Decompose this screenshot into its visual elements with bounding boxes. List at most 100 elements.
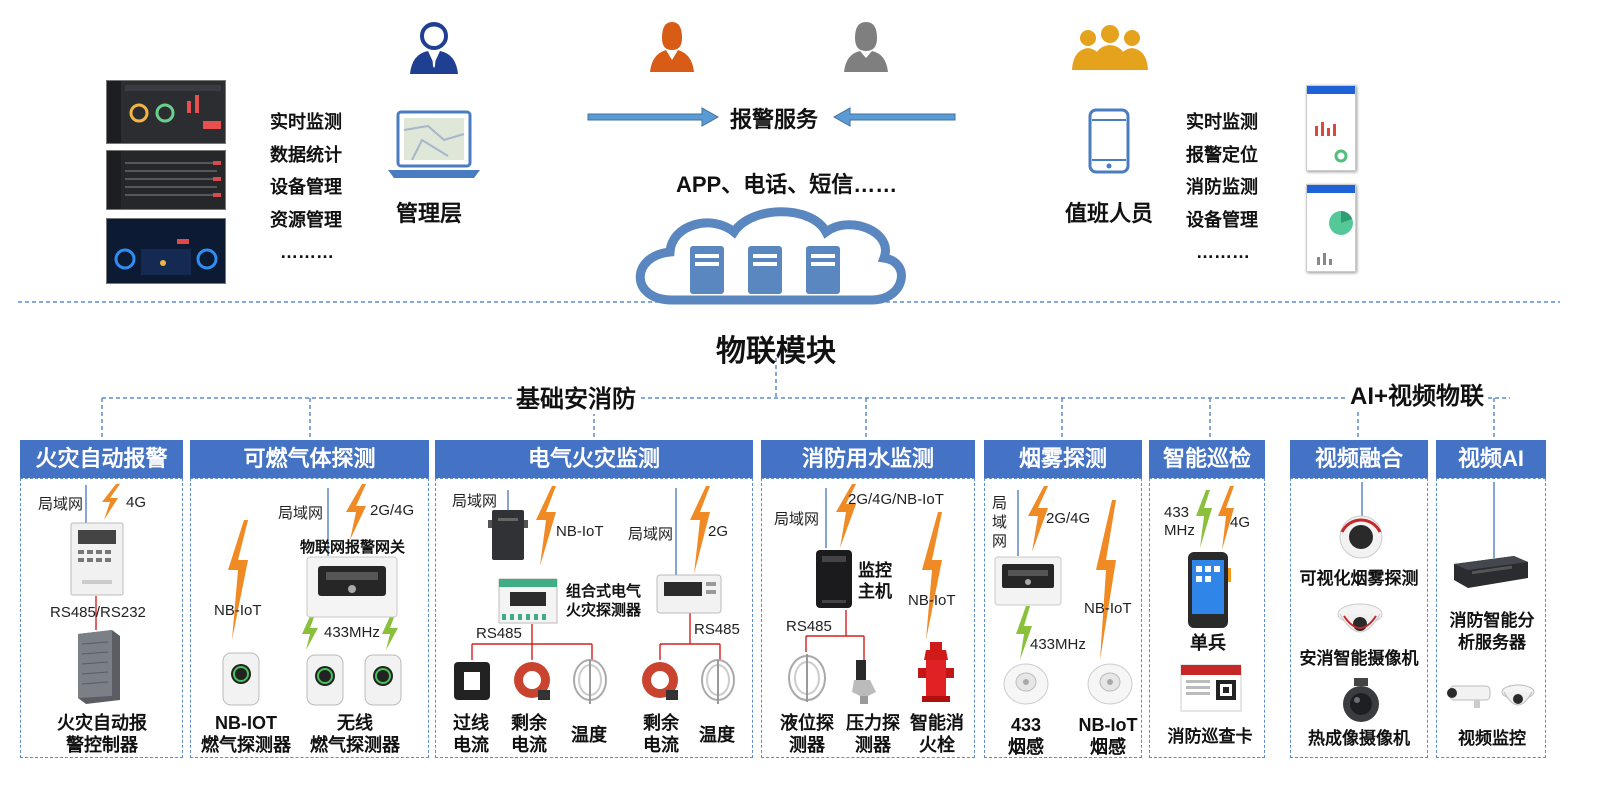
rf-signals	[302, 490, 1212, 660]
pane-gas	[190, 478, 429, 758]
smoke-net-label: 2G/4G	[1046, 510, 1091, 527]
section-header-water: 消防用水监测	[761, 440, 975, 478]
orange-person-icon	[650, 22, 694, 72]
electric-lan1-label: 局域网	[452, 493, 498, 510]
electric-net2-label: 2G	[708, 523, 729, 540]
gas-gateway-device	[306, 556, 398, 618]
group-basic-label: 基础安消防	[512, 379, 640, 414]
group-people-icon	[1072, 25, 1148, 70]
analysis-server-device	[1454, 556, 1528, 588]
management-layer-label: 管理层	[396, 201, 463, 226]
section-header-patrol: 智能巡检	[1149, 440, 1265, 478]
dome-camera-device	[1501, 684, 1535, 706]
patrol-card-label: 消防巡查卡	[1167, 727, 1253, 746]
duty-feature: 报警定位	[1186, 144, 1258, 165]
gas-lan-label: 局域网	[278, 505, 324, 522]
duty-feature: ………	[1196, 242, 1250, 262]
nbiot-gas-detector-device	[222, 652, 260, 706]
water-net-label: 2G/4G/NB-IoT	[848, 491, 944, 508]
handheld-terminal-label: 单兵	[1190, 633, 1226, 653]
notification-channels: APP、电话、短信……	[676, 172, 898, 197]
wireless-gas-detector-device-1	[306, 654, 344, 706]
duty-feature: 实时监测	[1186, 112, 1258, 132]
smoke-nbiot-label: NB-IoT	[1084, 600, 1132, 617]
app-screenshot-1	[1306, 85, 1356, 171]
fire-bus-label: RS485/RS232	[50, 604, 146, 621]
thermal-camera-device	[1343, 678, 1379, 722]
level-sensor-device	[788, 654, 826, 702]
temperature-label-2: 温度	[699, 725, 735, 745]
alarm-service-label: 报警服务	[730, 107, 819, 132]
arrow-right	[587, 107, 720, 127]
section-header-videoai: 视频AI	[1436, 440, 1546, 478]
lan-wires	[85, 482, 1495, 578]
pressure-sensor-label: 压力探 测器	[846, 713, 900, 755]
alarm-panel-device	[70, 522, 124, 596]
visual-smoke-camera-label: 可视化烟雾探测	[1299, 569, 1419, 588]
fire-net-label: 4G	[126, 494, 147, 511]
rf-smoke-detector-device	[1003, 663, 1049, 705]
level-sensor-label: 液位探 测器	[780, 713, 834, 755]
pane-smoke	[984, 478, 1142, 758]
residual-current-sensor-1	[514, 662, 550, 700]
smart-hydrant-label: 智能消 火栓	[910, 713, 964, 755]
dashboard-screenshot-2	[106, 150, 226, 210]
gas-rf-label: 433MHz	[324, 624, 380, 641]
gas-gateway-label: 物联网报警网关	[300, 539, 406, 556]
rf-smoke-detector-label: 433 烟感	[1008, 715, 1044, 757]
handheld-terminal-device	[1188, 552, 1231, 628]
dashboard-screenshot-3	[106, 218, 226, 284]
pressure-sensor-device	[852, 660, 876, 704]
fire-controller-label: 火灾自动报 警控制器	[57, 713, 147, 755]
pane-electric	[435, 478, 753, 758]
residual-current-sensor-2	[642, 662, 678, 700]
electric-nbiot-label: NB-IoT	[556, 523, 604, 540]
pane-water	[761, 478, 975, 758]
duty-feature: 消防监测	[1186, 177, 1258, 197]
smart-hydrant-device	[918, 642, 954, 702]
smoke-rf-label: 433MHz	[1030, 636, 1086, 653]
nbiot-smoke-detector-device	[1087, 663, 1133, 705]
wireless-gas-detector-device-2	[364, 654, 402, 706]
alarm-arrows	[587, 107, 956, 127]
combo-detector-device	[498, 578, 558, 624]
nbiot-gas-detector-label: NB-IOT 燃气探测器	[201, 713, 291, 755]
monitor-host-label: 监控 主机	[858, 561, 892, 601]
section-header-electric: 电气火灾监测	[435, 440, 753, 478]
group-ai-label: AI+视频物联	[1346, 376, 1489, 411]
manager-person-icon	[410, 22, 458, 74]
wireless-gas-detector-label: 无线 燃气探测器	[310, 713, 400, 755]
duty-feature-list: 实时监测 报警定位 消防监测 设备管理 ………	[1186, 106, 1258, 269]
patrol-card-device	[1180, 664, 1242, 712]
electric-detector-device-2	[656, 574, 722, 614]
dashboard-screenshot-1	[106, 80, 226, 144]
smoke-lan-label: 局 域 网	[992, 495, 1008, 550]
smart-camera-label: 安消智能摄像机	[1299, 649, 1419, 668]
visual-smoke-camera-device	[1339, 515, 1383, 559]
arrow-left	[832, 107, 956, 127]
electric-lan2-label: 局域网	[628, 526, 674, 543]
bullet-camera-device	[1447, 685, 1491, 708]
distribution-tree	[101, 358, 1510, 440]
water-rs485-label: RS485	[786, 618, 832, 635]
fire-lan-label: 局域网	[38, 496, 84, 513]
nbiot-smoke-detector-label: NB-IoT 烟感	[1078, 715, 1138, 757]
management-feature: 数据统计	[270, 144, 342, 165]
thermal-camera-label: 热成像摄像机	[1308, 729, 1410, 748]
through-current-sensor	[454, 662, 490, 700]
water-nbiot-label: NB-IoT	[908, 592, 956, 609]
section-header-smoke: 烟雾探测	[984, 440, 1142, 478]
app-screenshot-2	[1306, 184, 1356, 272]
pane-videoai	[1436, 478, 1546, 758]
analysis-server-label: 消防智能分 析服务器	[1449, 611, 1535, 652]
pane-fusion	[1290, 478, 1428, 758]
electric-rs485b-label: RS485	[694, 621, 740, 638]
management-feature-list: 实时监测 数据统计 设备管理 资源管理 ………	[270, 106, 342, 269]
smart-camera-device	[1337, 603, 1383, 633]
video-monitoring-label: 视频监控	[1458, 729, 1526, 748]
gas-nbiot-label: NB-IoT	[214, 602, 262, 619]
combo-detector-label: 组合式电气 火灾探测器	[566, 583, 642, 619]
section-header-gas: 可燃气体探测	[190, 440, 429, 478]
